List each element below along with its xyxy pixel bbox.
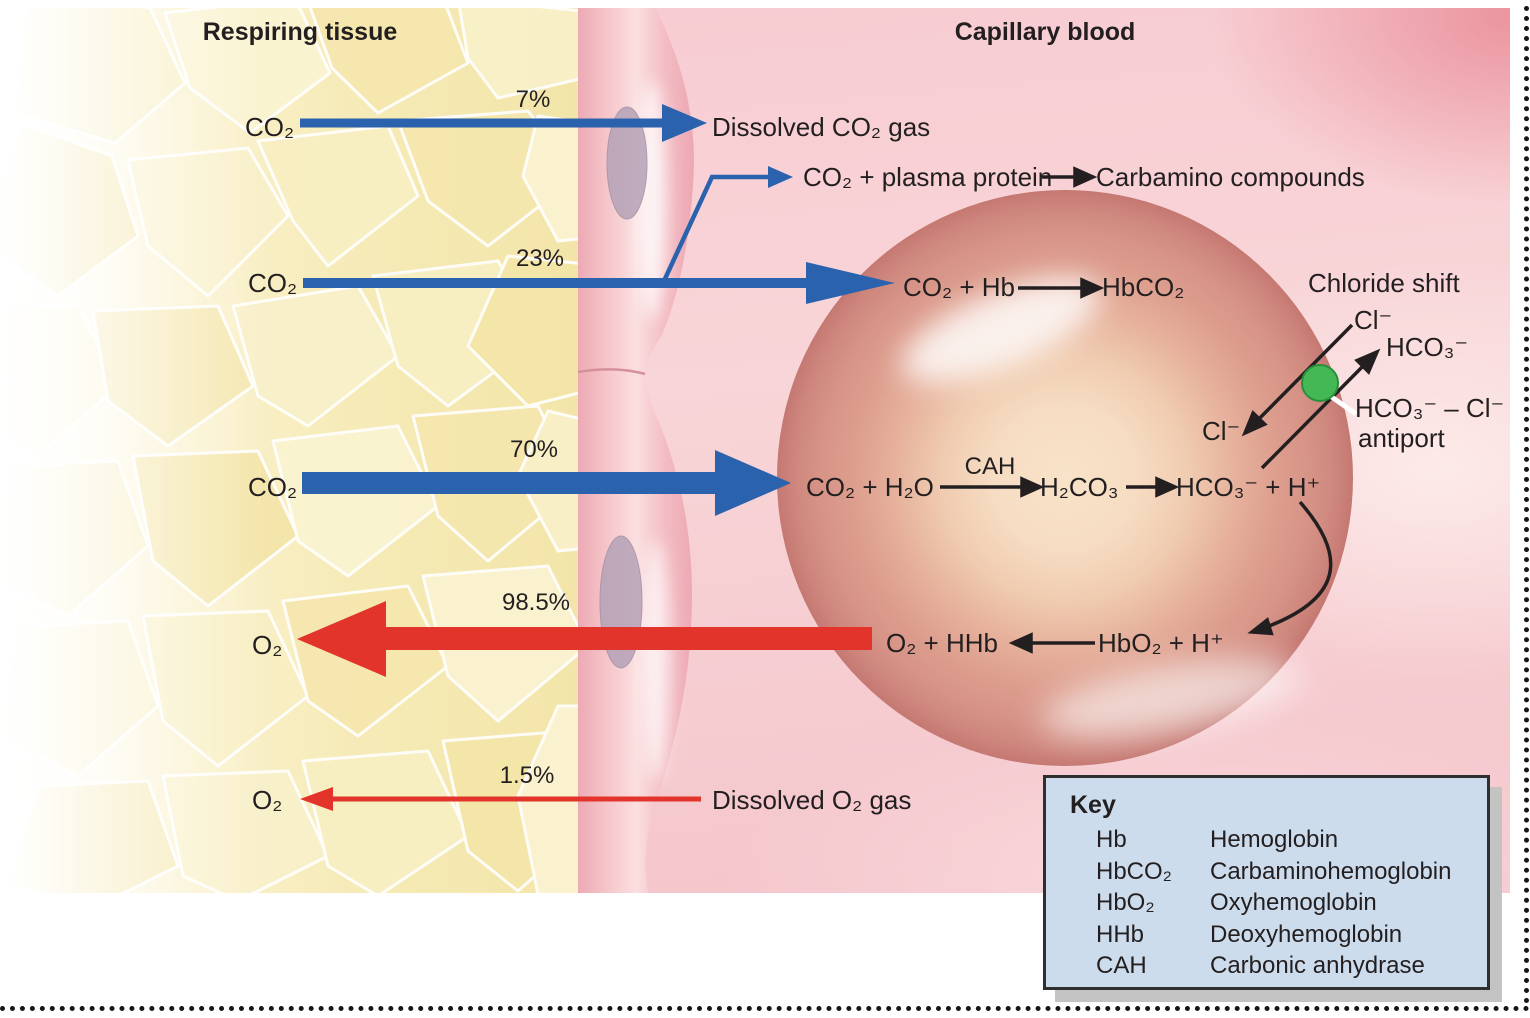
key-meaning: Deoxyhemoglobin bbox=[1210, 920, 1403, 948]
co2-7pct-arrow bbox=[300, 104, 707, 142]
key-row: CAH Carbonic anhydrase bbox=[1096, 950, 1451, 982]
cl-out-label: Cl⁻ bbox=[1354, 305, 1393, 335]
hbo2-release-arrow bbox=[1008, 632, 1095, 654]
antiport-name-label: HCO₃⁻ – Cl⁻ bbox=[1355, 393, 1505, 423]
chloride-shift-title: Chloride shift bbox=[1308, 268, 1460, 298]
o2-label-row5: O₂ bbox=[252, 785, 283, 815]
key-abbr: HbO₂ bbox=[1096, 889, 1155, 916]
plasma-reaction-label: CO₂ + plasma protein bbox=[803, 162, 1053, 192]
carbamino-label: Carbamino compounds bbox=[1096, 162, 1365, 192]
h2co3-label: H₂CO₃ bbox=[1040, 472, 1119, 502]
key-row: Hb Hemoglobin bbox=[1096, 824, 1451, 856]
cell-junction-crease bbox=[577, 368, 646, 376]
h-plus-curved-arrow bbox=[1247, 500, 1333, 636]
pct-23: 23% bbox=[515, 245, 565, 272]
dotted-border-right bbox=[1518, 6, 1529, 1004]
o2-hhb-label: O₂ + HHb bbox=[886, 628, 998, 658]
pct-15: 1.5% bbox=[499, 762, 555, 789]
key-row: HbO₂ Oxyhemoglobin bbox=[1096, 887, 1451, 919]
key-abbr: HHb bbox=[1096, 920, 1145, 948]
key-rows: Hb Hemoglobin HbCO₂ Carbaminohemoglobin … bbox=[1096, 824, 1451, 982]
dissolved-co2-label: Dissolved CO₂ gas bbox=[712, 112, 931, 142]
antiport-word-label: antiport bbox=[1358, 423, 1445, 453]
key-abbr: CAH bbox=[1096, 952, 1147, 979]
co2-hb-reaction-arrow bbox=[1018, 277, 1105, 299]
co2-70pct-arrow bbox=[302, 450, 791, 516]
key-row: HbCO₂ Carbaminohemoglobin bbox=[1096, 856, 1451, 888]
pct-7: 7% bbox=[515, 86, 551, 113]
pct-985: 98.5% bbox=[501, 589, 571, 616]
key-meaning: Carbaminohemoglobin bbox=[1210, 857, 1452, 885]
co2-23pct-arrow bbox=[303, 262, 895, 304]
co2-label-row3: CO₂ bbox=[248, 472, 298, 502]
antiport-protein-icon bbox=[1301, 364, 1339, 402]
respiring-tissue-panel bbox=[0, 8, 578, 893]
o2-985pct-arrow bbox=[297, 601, 872, 677]
key-row: HHb Deoxyhemoglobin bbox=[1096, 919, 1451, 951]
cah-enzyme-label: CAH bbox=[964, 453, 1016, 480]
plasma-branch-arrow bbox=[661, 166, 793, 282]
hbco2-label: HbCO₂ bbox=[1102, 272, 1185, 302]
chloride-in-arrow bbox=[1241, 323, 1354, 437]
key-meaning: Carbonic anhydrase bbox=[1210, 952, 1425, 979]
bicarbonate-out-arrow bbox=[1260, 348, 1381, 470]
key-title: Key bbox=[1070, 791, 1116, 819]
pct-70: 70% bbox=[509, 436, 559, 463]
hco3-h-label: HCO₃⁻ + H⁺ bbox=[1176, 472, 1321, 502]
co2-h2o-label: CO₂ + H₂O bbox=[806, 472, 934, 502]
key-abbr: Hb bbox=[1096, 826, 1127, 853]
key-box: Key Hb Hemoglobin HbCO₂ Carbaminohemoglo… bbox=[1043, 775, 1490, 990]
h2co3-reaction-arrow bbox=[1126, 476, 1180, 498]
co2-hb-label: CO₂ + Hb bbox=[903, 272, 1015, 302]
hbo2-h-label: HbO₂ + H⁺ bbox=[1098, 628, 1224, 658]
tissue-title: Respiring tissue bbox=[202, 18, 398, 46]
cah-reaction-arrow bbox=[940, 476, 1045, 498]
key-abbr: HbCO₂ bbox=[1096, 857, 1172, 885]
o2-15pct-arrow bbox=[300, 787, 701, 811]
plasma-reaction-arrow bbox=[1042, 166, 1098, 188]
hco3-out-label: HCO₃⁻ bbox=[1386, 332, 1469, 362]
dissolved-o2-label: Dissolved O₂ gas bbox=[712, 785, 912, 815]
o2-label-row4: O₂ bbox=[252, 630, 283, 660]
wall-sheen bbox=[642, 540, 670, 780]
cl-in-label: Cl⁻ bbox=[1202, 416, 1241, 446]
capillary-title: Capillary blood bbox=[954, 18, 1136, 46]
co2-label-row2: CO₂ bbox=[248, 268, 298, 298]
tissue-fade-overlay bbox=[0, 8, 578, 893]
dotted-border-bottom bbox=[0, 1000, 1530, 1011]
co2-label-row1: CO₂ bbox=[245, 112, 295, 142]
key-meaning: Hemoglobin bbox=[1210, 826, 1339, 853]
key-meaning: Oxyhemoglobin bbox=[1210, 889, 1377, 916]
endothelial-nucleus bbox=[606, 106, 648, 220]
